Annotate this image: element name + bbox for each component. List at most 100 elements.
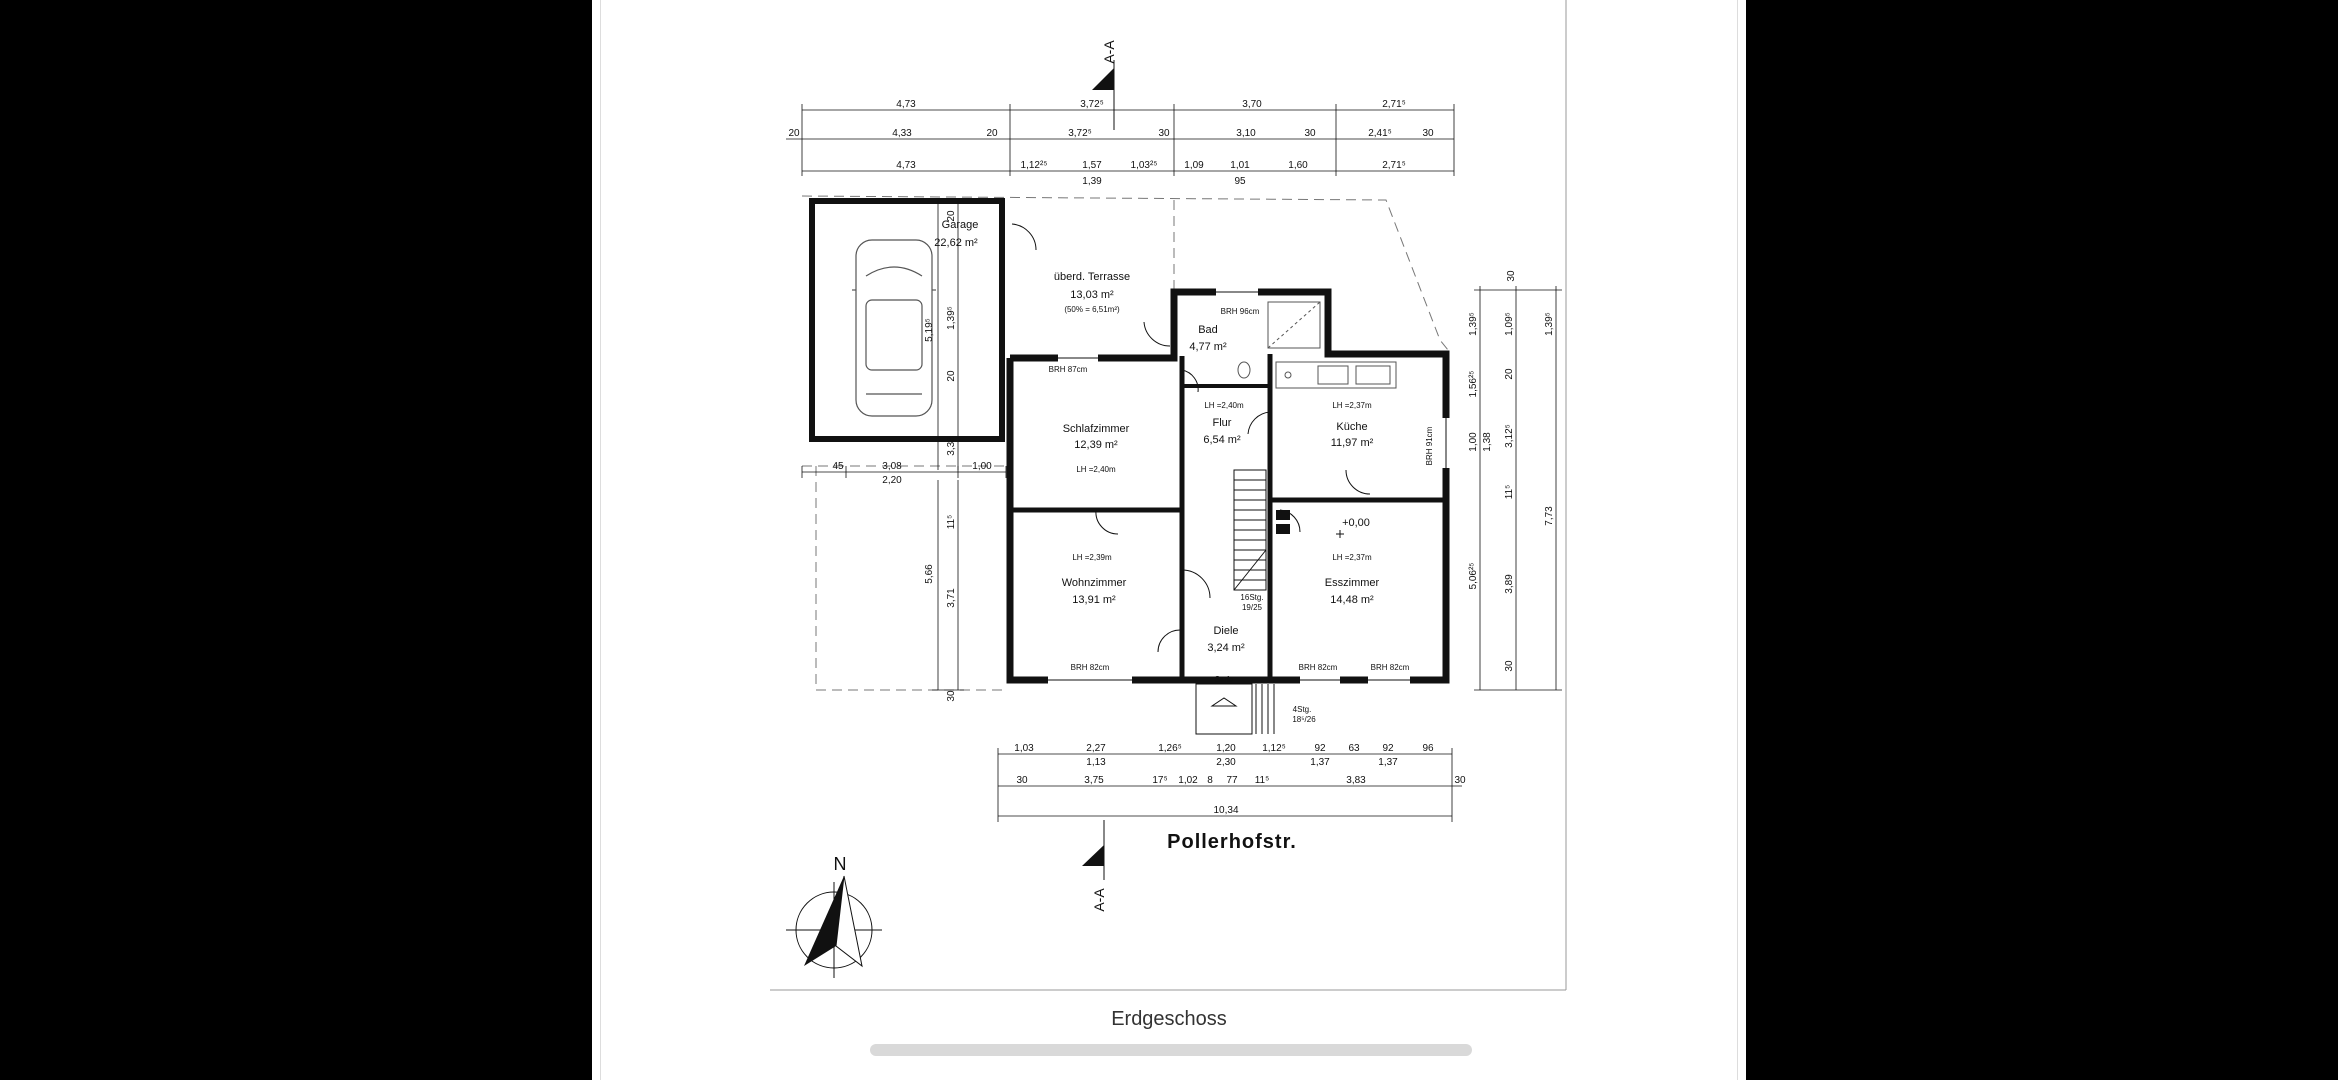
- entry-note-1: 4Stg.: [1293, 705, 1312, 714]
- dimension-label: 17⁵: [1152, 775, 1167, 786]
- entry-steps: [1195, 683, 1275, 735]
- dimension-label: 1,00: [972, 461, 992, 472]
- dimension-label: 3,72⁵: [1068, 128, 1092, 139]
- dimension-label: 30: [1158, 128, 1170, 139]
- stair-note-2: 19/25: [1242, 603, 1263, 612]
- dimension-label: 3,70: [1242, 99, 1262, 110]
- dimension-label: 11⁵: [1255, 775, 1270, 786]
- dimensions-bottom: [997, 748, 1462, 822]
- dimension-label: 1,37: [1310, 757, 1330, 768]
- dimension-label: 3,10: [1236, 128, 1256, 139]
- room-note-terrasse: (50% = 6,51m²): [1064, 305, 1120, 314]
- room-name-flur: Flur: [1213, 417, 1232, 429]
- dimension-label: 3,71: [946, 588, 957, 608]
- dimension-label: 30: [1304, 128, 1316, 139]
- stair-handrail-blocks: [1276, 510, 1290, 534]
- dimension-label: 3,89: [1504, 574, 1515, 594]
- dimension-label: 20: [788, 128, 800, 139]
- page-sheet: [600, 0, 1738, 1080]
- room-name-garage: Garage: [942, 219, 979, 231]
- dimension-label: 1,20: [1216, 743, 1236, 754]
- north-label: N: [834, 854, 847, 874]
- dimension-label: 1,09: [1184, 160, 1204, 171]
- stufe-label: Stufe: [1215, 675, 1234, 684]
- dimension-label: 1,01: [1230, 160, 1250, 171]
- room-area-wohnzimmer: 13,91 m²: [1072, 594, 1116, 606]
- dimension-label: 1,13: [1086, 757, 1106, 768]
- section-label-top: A-A: [1101, 40, 1117, 64]
- car-icon: [852, 239, 936, 417]
- dimension-label: 20: [986, 128, 998, 139]
- dimension-label: 30: [1506, 270, 1517, 282]
- horizontal-scrollbar[interactable]: [870, 1044, 1472, 1056]
- dimension-label: 11⁵: [946, 515, 957, 530]
- dimension-label: 30: [1422, 128, 1434, 139]
- dimension-label: 1,02: [1178, 775, 1198, 786]
- dimension-label: 1,09⁵: [1504, 312, 1515, 336]
- dimension-label: 30: [946, 690, 957, 702]
- staircase: [1233, 469, 1267, 591]
- dimension-label: 92: [1382, 743, 1394, 754]
- room-area-schlafzimmer: 12,39 m²: [1074, 439, 1118, 451]
- street-name: Pollerhofstr.: [1167, 831, 1297, 853]
- dimension-label: 1,39: [1082, 176, 1102, 187]
- window-openings: [1048, 287, 1451, 685]
- room-brh1-esszimmer: BRH 82cm: [1299, 663, 1338, 672]
- section-mark-top: A-A: [1092, 40, 1117, 130]
- dimension-label: 77: [1226, 775, 1238, 786]
- dimension-label: 1,60: [1288, 160, 1308, 171]
- room-area-bad: 4,77 m²: [1189, 341, 1227, 353]
- dimension-label: 7,73: [1544, 506, 1555, 526]
- garage-door-swing: [1011, 223, 1037, 251]
- dimension-label: 1,37: [1378, 757, 1398, 768]
- dimension-label: 3,83: [1346, 775, 1366, 786]
- dimension-label: 5,19⁵: [924, 318, 935, 342]
- room-brh-kueche: BRH 91cm: [1425, 426, 1434, 465]
- dashed-outlines: [801, 195, 1449, 691]
- door-swings: [1095, 321, 1371, 653]
- room-area-flur: 6,54 m²: [1203, 434, 1241, 446]
- dimension-label: 3,12⁵: [1504, 424, 1515, 448]
- dimension-label: 2,41⁵: [1368, 128, 1392, 139]
- room-brh-schlafzimmer: BRH 87cm: [1049, 365, 1088, 374]
- dimension-label: 1,12⁵: [1262, 743, 1286, 754]
- dimension-label: 1,12²⁵: [1021, 160, 1048, 171]
- bath-fixtures: [1237, 301, 1321, 379]
- entry-note-2: 18⁵/26: [1292, 715, 1316, 724]
- level-marker: +0,00: [1342, 517, 1370, 529]
- dimension-label: 1,26⁵: [1158, 743, 1182, 754]
- room-area-garage: 22,62 m²: [934, 237, 978, 249]
- dimension-label: 1,00: [1468, 432, 1479, 452]
- document-viewer[interactable]: [592, 0, 1746, 1080]
- room-area-kueche: 11,97 m²: [1331, 437, 1374, 449]
- house-walls: [1006, 288, 1450, 684]
- room-name-bad: Bad: [1198, 324, 1218, 336]
- room-name-esszimmer: Esszimmer: [1325, 577, 1380, 589]
- stair-note-1: 16Stg.: [1240, 593, 1263, 602]
- kitchen-fixtures: [1275, 361, 1397, 389]
- dimension-label: 2,27: [1086, 743, 1106, 754]
- dimension-label: 1,03²⁵: [1131, 160, 1158, 171]
- dimensions-left: [932, 200, 964, 691]
- dimension-label: 1,39⁵: [1468, 312, 1479, 336]
- dimension-label: 1,39⁵: [1544, 312, 1555, 336]
- window-lines: [1048, 291, 1447, 681]
- room-name-kueche: Küche: [1336, 421, 1367, 433]
- page-caption: Erdgeschoss: [1111, 1008, 1227, 1030]
- room-area-terrasse: 13,03 m²: [1070, 289, 1114, 301]
- dimension-label: 4,73: [896, 160, 916, 171]
- dimension-label: 3,08: [882, 461, 902, 472]
- dimension-label: 96: [1422, 743, 1434, 754]
- dimension-label: 30: [1454, 775, 1466, 786]
- dimension-label: 45: [832, 461, 844, 472]
- dimension-label: 1,57: [1082, 160, 1102, 171]
- dimension-label: 30: [1016, 775, 1028, 786]
- room-brh-wohnzimmer: BRH 82cm: [1071, 663, 1110, 672]
- dimension-label: 20: [946, 370, 957, 382]
- dimension-label: 2,20: [882, 475, 902, 486]
- room-name-wohnzimmer: Wohnzimmer: [1062, 577, 1127, 589]
- north-arrow-icon: N: [786, 854, 882, 978]
- dimension-label: 2,71⁵: [1382, 160, 1406, 171]
- dimension-label: 1,39⁵: [946, 306, 957, 330]
